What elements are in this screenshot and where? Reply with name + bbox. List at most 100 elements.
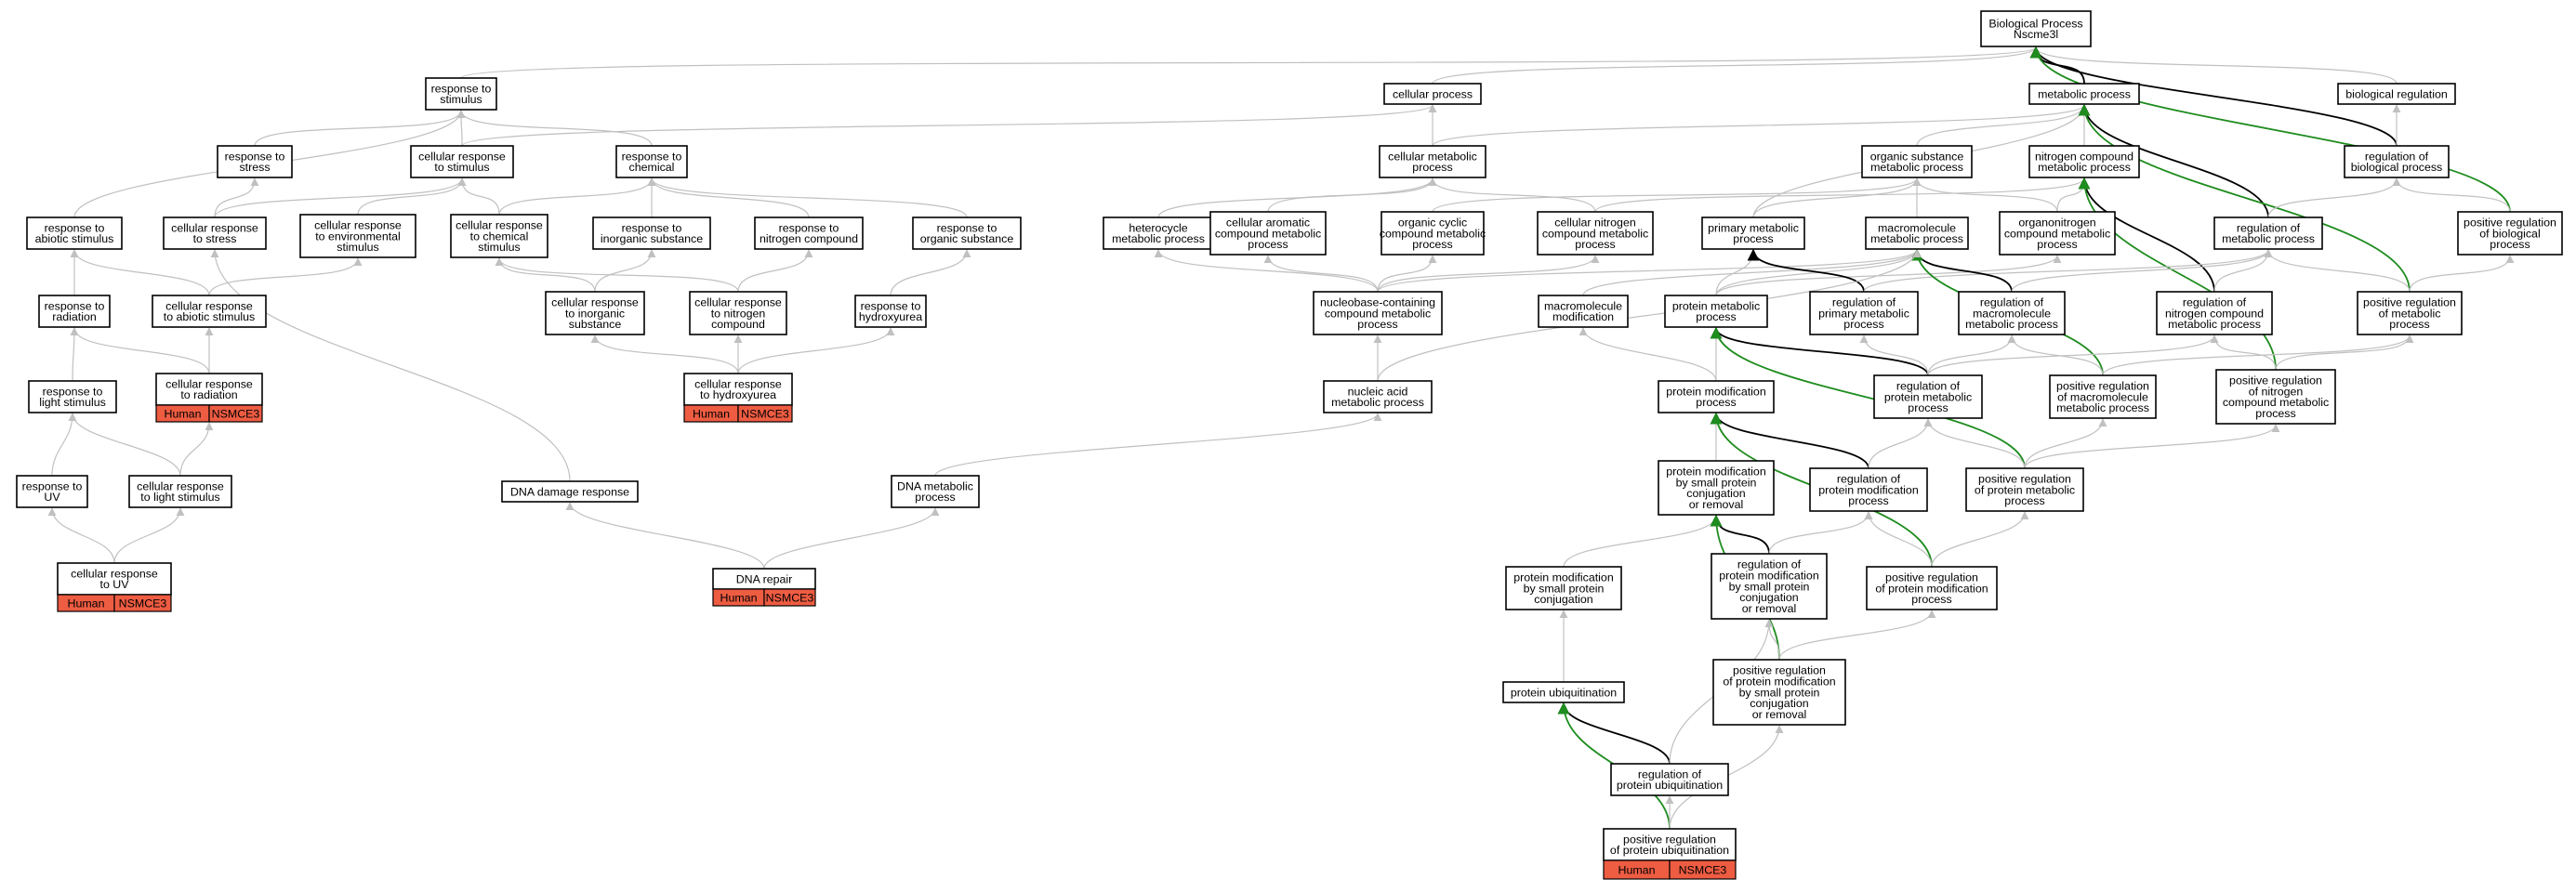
term-label-line: by small protein: [1739, 686, 1820, 699]
edge-cell_met-to-met_proc: [1432, 104, 2089, 147]
term-label-line: positive regulation: [2363, 296, 2456, 309]
term-label-line: or removal: [1742, 602, 1797, 615]
term-label-line: to inorganic: [565, 307, 625, 320]
edge-cell_resp_inorg-to-resp_inorg: [594, 249, 656, 293]
term-label-line: metabolic process: [1331, 396, 1424, 409]
term-node-bio_reg[interactable]: biological regulation: [2337, 83, 2456, 105]
term-label-line: metabolic process: [1870, 232, 1963, 245]
edge-pos_reg_nitro-to-nitro_met: [2078, 177, 2277, 371]
edge-reg_met-to-reg_bio: [2267, 177, 2401, 218]
term-label-line: stimulus: [337, 241, 378, 254]
term-label-line: protein modification: [1666, 466, 1766, 479]
term-label-line: cellular response: [71, 567, 158, 580]
term-node-cell_proc[interactable]: cellular process: [1383, 83, 1482, 105]
term-label-line: to stress: [193, 232, 237, 245]
edge-prot_mod-to-macro_mod: [1579, 327, 1717, 382]
term-label-line: regulation of: [2183, 296, 2247, 309]
term-box: [1603, 828, 1737, 861]
term-node-dna_damage[interactable]: DNA damage response: [501, 480, 639, 503]
edge-nucleic-to-macro_met: [1377, 249, 1922, 382]
edge-cell_resp_uv-to-cell_resp_light: [113, 507, 185, 564]
term-label-line: stimulus: [440, 93, 482, 106]
term-label-line: process: [1248, 238, 1288, 251]
species-badge-label: Human: [693, 407, 730, 420]
term-label-line: to stimulus: [434, 161, 489, 174]
edge-cell_resp_inorg-to-cell_resp_chem: [495, 257, 596, 293]
term-label-line: macromolecule: [1973, 307, 2051, 320]
term-label-line: process: [2037, 238, 2077, 251]
term-label-line: process: [1412, 161, 1452, 174]
edge-dna_repair-to-dna_damage: [565, 502, 765, 570]
term-box: [1323, 380, 1433, 413]
term-label-line: process: [1848, 494, 1888, 507]
term-box: [1712, 659, 1846, 726]
term-box: [1809, 467, 1928, 512]
term-node-met_proc[interactable]: metabolic process: [2028, 83, 2140, 105]
edge-cell_resp_chem-to-cell_resp_stim: [457, 177, 500, 216]
term-label-line: process: [1412, 238, 1452, 251]
term-box: [891, 475, 980, 508]
term-label-line: cellular response: [165, 299, 253, 312]
term-node-prot_ubiq[interactable]: protein ubiquitination: [1502, 681, 1625, 703]
